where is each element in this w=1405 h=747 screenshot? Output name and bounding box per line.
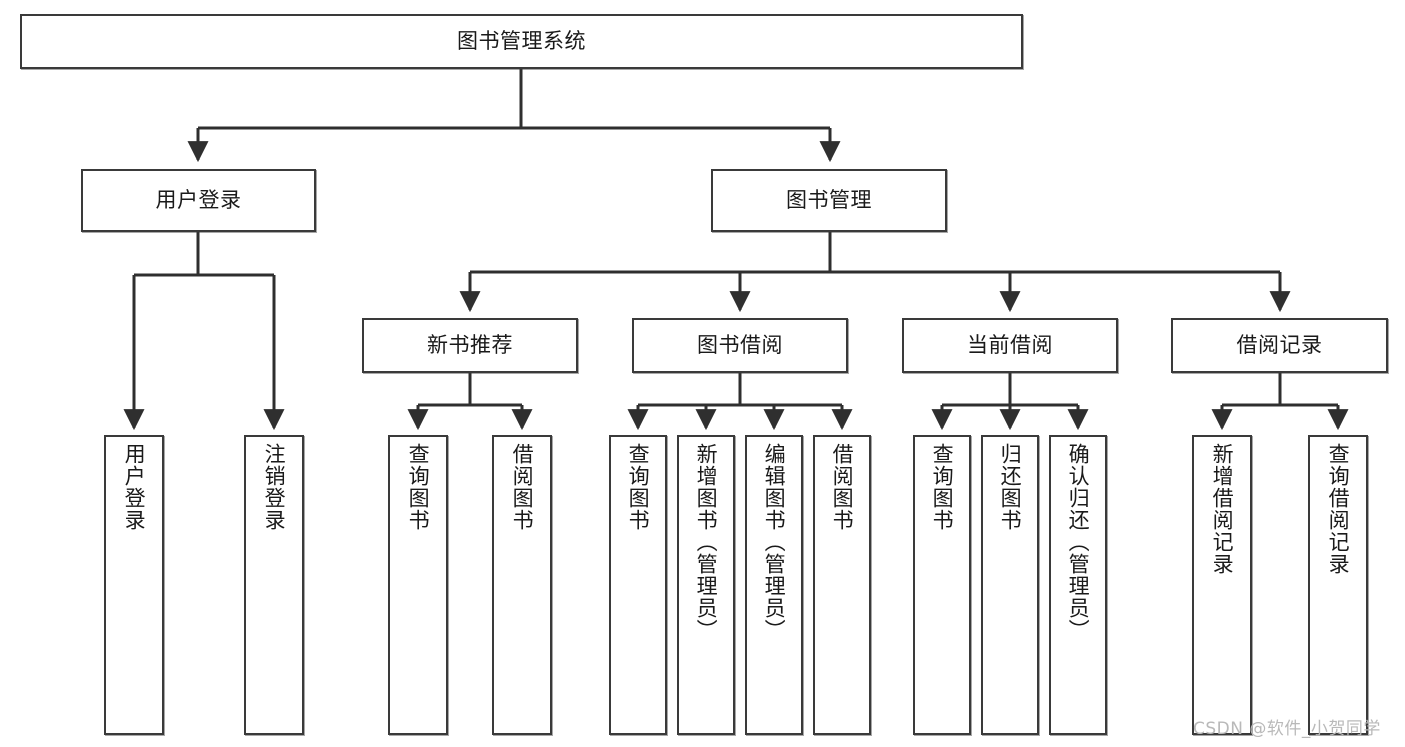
node-leaf-borrow-book[interactable]: 借阅图书: [813, 435, 871, 735]
node-leaf-return-book[interactable]: 归还图书: [981, 435, 1039, 735]
node-label: 编辑图书（管理员）: [762, 443, 787, 641]
node-label: 借阅图书: [830, 443, 855, 531]
node-borrow-record[interactable]: 借阅记录: [1171, 318, 1388, 373]
node-label: 用户登录: [122, 443, 147, 531]
node-label: 图书管理: [786, 188, 872, 213]
node-new-book-recommend[interactable]: 新书推荐: [362, 318, 578, 373]
node-leaf-add-borrow-record[interactable]: 新增借阅记录: [1192, 435, 1252, 735]
node-user-login[interactable]: 用户登录: [81, 169, 316, 232]
node-book-borrow[interactable]: 图书借阅: [632, 318, 848, 373]
node-leaf-confirm-return-admin[interactable]: 确认归还（管理员）: [1049, 435, 1107, 735]
node-book-management[interactable]: 图书管理: [711, 169, 947, 232]
node-label: 查询图书: [930, 443, 955, 531]
node-label: 归还图书: [998, 443, 1023, 531]
node-label: 借阅记录: [1236, 333, 1323, 358]
node-label: 图书管理系统: [457, 29, 586, 54]
node-label: 新增图书（管理员）: [694, 443, 719, 641]
node-leaf-query-borrow-record[interactable]: 查询借阅记录: [1308, 435, 1368, 735]
node-root-book-management-system[interactable]: 图书管理系统: [20, 14, 1023, 69]
node-leaf-user-login[interactable]: 用户登录: [104, 435, 164, 735]
node-label: 查询图书: [626, 443, 651, 531]
node-current-borrow[interactable]: 当前借阅: [902, 318, 1118, 373]
node-label: 新增借阅记录: [1210, 443, 1235, 575]
node-leaf-borrow-book-recommend[interactable]: 借阅图书: [492, 435, 552, 735]
node-label: 注销登录: [262, 443, 287, 531]
node-label: 用户登录: [155, 188, 242, 213]
node-leaf-logout[interactable]: 注销登录: [244, 435, 304, 735]
node-label: 确认归还（管理员）: [1066, 443, 1091, 641]
node-label: 借阅图书: [510, 443, 535, 531]
node-leaf-edit-book-admin[interactable]: 编辑图书（管理员）: [745, 435, 803, 735]
node-label: 查询借阅记录: [1326, 443, 1351, 575]
csdn-watermark: CSDN @软件_小贺同学: [1193, 719, 1381, 739]
node-leaf-query-book-borrow[interactable]: 查询图书: [609, 435, 667, 735]
node-label: 当前借阅: [967, 333, 1053, 358]
node-label: 查询图书: [406, 443, 431, 531]
node-label: 图书借阅: [697, 333, 783, 358]
node-leaf-add-book-admin[interactable]: 新增图书（管理员）: [677, 435, 735, 735]
node-leaf-query-book-current[interactable]: 查询图书: [913, 435, 971, 735]
node-leaf-query-book-recommend[interactable]: 查询图书: [388, 435, 448, 735]
node-label: 新书推荐: [427, 333, 513, 358]
